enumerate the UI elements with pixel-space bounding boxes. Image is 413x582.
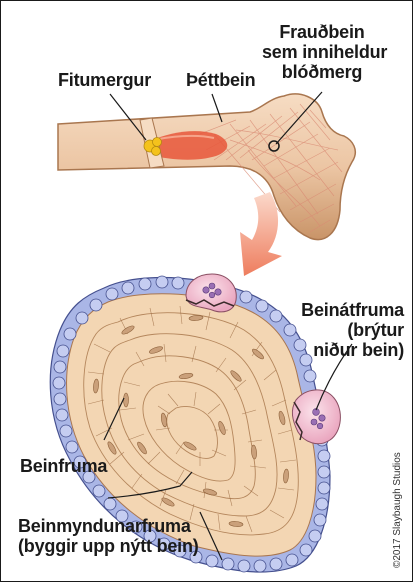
compact-bone-label: Þéttbein (186, 70, 255, 90)
osteoblast-label-line2: (byggir upp nýtt bein) (18, 536, 199, 556)
osteoclast-label-line3: niður bein) (286, 340, 404, 360)
osteoclast-label-line2: (brýtur (286, 320, 404, 340)
osteoblast-label: Beinmyndunarfruma (byggir upp nýtt bein) (18, 516, 199, 556)
spongy-bone-label-line2: sem inniheldur (262, 42, 382, 62)
spongy-bone-label-line1: Frauðbein (262, 22, 382, 42)
osteocyte-label: Beinfruma (20, 456, 107, 476)
osteoclast-label-line1: Beinátfruma (286, 300, 404, 320)
spongy-bone-label-line3: blóðmerg (262, 62, 382, 82)
bone-outline (58, 94, 355, 240)
copyright-credit: ©2017 Slaybaugh Studios (392, 452, 403, 568)
zoom-arrow (240, 192, 282, 276)
spongy-bone-label: Frauðbein sem inniheldur blóðmerg (262, 22, 382, 82)
long-bone (58, 92, 355, 240)
osteoclast-label: Beinátfruma (brýtur niður bein) (286, 300, 404, 360)
fat-marrow-label: Fitumergur (58, 70, 151, 90)
osteoblast-label-line1: Beinmyndunarfruma (18, 516, 199, 536)
